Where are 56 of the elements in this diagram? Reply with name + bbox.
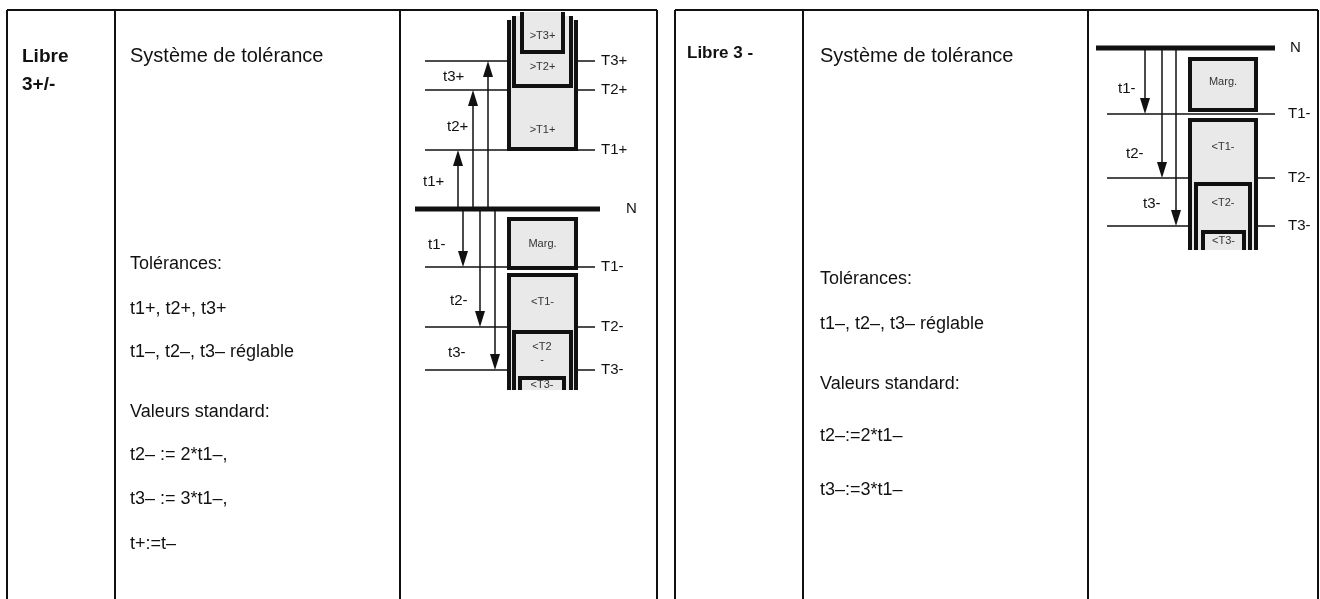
- note: Tolérances:: [130, 254, 223, 274]
- note: t1+, t2+, t3+: [130, 299, 227, 319]
- level-label: T1-: [1288, 105, 1311, 122]
- dimension-label: t2-: [450, 292, 468, 309]
- note: t1–, t2–, t3– réglable: [820, 314, 985, 334]
- dimension-label: t2+: [447, 118, 469, 135]
- dimension-label: t1-: [1118, 80, 1136, 97]
- box-label: <T1-: [1210, 140, 1236, 152]
- mode-label: Libre 3 -: [687, 44, 754, 63]
- level-label: N: [1290, 39, 1301, 56]
- note: Valeurs standard:: [820, 374, 960, 394]
- range-box: [520, 12, 565, 54]
- note: t2– := 2*t1–,: [130, 445, 228, 465]
- note: Tolérances:: [820, 269, 913, 289]
- range-box: [1194, 182, 1252, 250]
- box-label: <T1-: [530, 295, 555, 307]
- level-label: T1+: [601, 141, 628, 158]
- mode-label: Libre 3+/-: [22, 44, 70, 96]
- note: t1–, t2–, t3– réglable: [130, 342, 295, 362]
- level-label: N: [626, 200, 637, 217]
- note: t3– := 3*t1–,: [130, 489, 228, 509]
- box-label: <T2-: [1210, 196, 1236, 208]
- note: t3–:=3*t1–: [820, 480, 903, 500]
- level-label: T1-: [601, 258, 624, 275]
- range-box: [1201, 230, 1246, 250]
- level-label: T3-: [601, 361, 624, 378]
- range-box: [1188, 118, 1258, 250]
- range-box: [1188, 57, 1258, 112]
- heading: Système de tolérance: [130, 44, 324, 66]
- range-box: [518, 376, 566, 390]
- dimension-label: t2-: [1126, 145, 1144, 162]
- dimension-label: t3+: [443, 68, 465, 85]
- level-label: T2-: [1288, 169, 1311, 186]
- level-label: T3-: [1288, 217, 1311, 234]
- level-label: T2-: [601, 318, 624, 335]
- dimension-label: t3-: [448, 344, 466, 361]
- box-label: >T2+: [528, 60, 557, 72]
- level-label: T3+: [601, 52, 628, 69]
- box-label: Marg.: [527, 237, 558, 249]
- box-label: <T3-: [529, 378, 555, 390]
- range-box: [507, 273, 578, 390]
- box-label: Marg.: [1207, 75, 1239, 87]
- dimension-label: t3-: [1143, 195, 1161, 212]
- range-box: [512, 330, 573, 390]
- box-label: >T3+: [528, 29, 557, 41]
- box-label: >T1+: [528, 123, 557, 135]
- level-label: T2+: [601, 81, 628, 98]
- note: Valeurs standard:: [130, 402, 270, 422]
- range-box: [507, 217, 578, 270]
- box-label: <T2 -: [531, 340, 553, 367]
- box-label: <T3-: [1211, 234, 1236, 246]
- dimension-label: t1-: [428, 236, 446, 253]
- heading: Système de tolérance: [820, 44, 1014, 66]
- dimension-label: t1+: [423, 173, 445, 190]
- note: t+:=t–: [130, 534, 177, 554]
- note: t2–:=2*t1–: [820, 426, 903, 446]
